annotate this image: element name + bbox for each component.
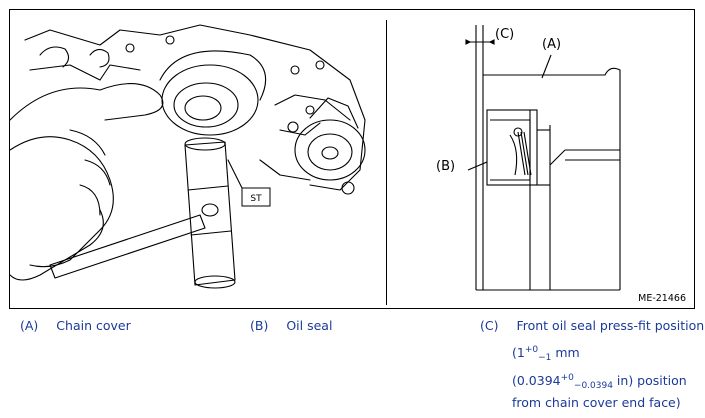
legend-text-b: Oil seal [286,318,333,333]
legend-key-c: (C) [480,318,499,333]
legend-key-b: (B) [250,318,269,333]
mm-unit: mm [551,345,580,360]
legend-item-b: (B) Oil seal [250,318,333,333]
legend-c-inch-tolerance: (0.0394+0−0.0394 in) position [512,374,687,391]
legend-text-c: Front oil seal press-fit position [516,318,705,333]
legend-c-mm-tolerance: (1+0−1 mm [512,346,580,363]
st-tool-label: ST [250,194,262,204]
inch-lower-tolerance: −0.0394 [573,381,613,391]
callout-b: (B) [436,159,455,174]
callout-a: (A) [542,37,561,52]
oil-seal-section-diagram: (C) (A) (B) [436,25,621,291]
legend-item-a: (A) Chain cover [20,318,131,333]
legend-c-line4: from chain cover end face) [512,395,681,410]
mm-value: (1 [512,345,525,360]
illustration-frame: ST [9,9,695,309]
inch-value: (0.0394 [512,373,561,388]
inch-unit: in) position [612,373,687,388]
mm-lower-tolerance: −1 [538,353,552,363]
legend-item-c: (C) Front oil seal press-fit position [480,318,705,333]
engine-installation-illustration: ST [10,24,366,289]
legend-key-a: (A) [20,318,39,333]
figure-code: ME-21466 [638,293,686,304]
legend-text-a: Chain cover [56,318,131,333]
panel-divider [386,20,387,305]
inch-upper-tolerance: +0 [560,373,574,383]
callout-c: (C) [495,27,514,42]
st-tool-label-box [241,187,271,207]
mm-upper-tolerance: +0 [524,345,539,355]
